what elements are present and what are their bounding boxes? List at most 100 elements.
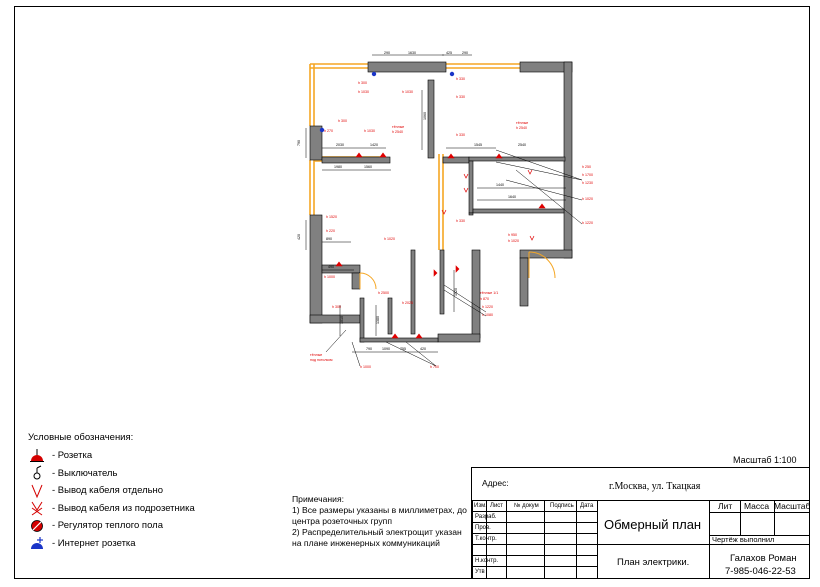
author-name: Галахов Роман: [730, 553, 797, 564]
cable-box-icon: [31, 501, 43, 516]
leader-lines: [325, 149, 583, 367]
doors: [359, 251, 556, 290]
legend-item-cable-box: - Вывод кабеля из подрозетника: [28, 500, 195, 518]
role-razrab: Разраб.: [475, 514, 497, 520]
col-scale: Масштаб: [774, 501, 811, 511]
svg-text:h 1230: h 1230: [582, 181, 593, 185]
svg-text:h 1220: h 1220: [582, 221, 593, 225]
electrical-labels: h 300 h 1030 h 1030 h 330 h 330 h 300 h 270 h…: [310, 77, 593, 369]
svg-text:тёплые: тёплые: [310, 353, 322, 357]
svg-text:h 1000: h 1000: [324, 275, 335, 279]
note-item: 1) Все размеры указаны в миллиметрах, до…: [292, 505, 467, 526]
svg-text:под потолком: под потолком: [310, 358, 333, 362]
floor-heating-regulator-icon: [31, 519, 43, 532]
svg-text:h 300: h 300: [338, 119, 347, 123]
svg-text:h 250: h 250: [582, 165, 591, 169]
switch-icon: [33, 465, 42, 480]
walls: [309, 61, 573, 343]
svg-text:h 1030: h 1030: [358, 90, 369, 94]
legend-item-internet-socket: - Интернет розетка: [28, 535, 195, 553]
title-block: Адрес: г.Москва, ул. Ткацкая Изм. Лист №…: [471, 467, 810, 579]
role-nkontr: Н.контр.: [475, 558, 499, 564]
svg-text:h 330: h 330: [456, 77, 465, 81]
svg-text:1630: 1630: [408, 51, 416, 55]
header-list: Лист: [490, 503, 504, 509]
legend-item-label: - Вывод кабеля из подрозетника: [52, 502, 195, 514]
svg-text:290: 290: [462, 51, 468, 55]
svg-text:490: 490: [328, 265, 334, 269]
svg-text:1090: 1090: [382, 347, 390, 351]
svg-text:h 300: h 300: [332, 305, 341, 309]
svg-text:тёплые: тёплые: [516, 121, 528, 125]
legend-title: Условные обозначения:: [28, 432, 134, 443]
svg-text:2030: 2030: [336, 143, 344, 147]
legend-item-cable-outlet: - Вывод кабеля отдельно: [28, 482, 195, 500]
notes-title: Примечания:: [292, 494, 345, 504]
svg-text:h 1030: h 1030: [364, 129, 375, 133]
legend-item-label: - Регулятор теплого пола: [52, 520, 163, 532]
svg-text:1980: 1980: [334, 165, 342, 169]
svg-text:тёплые: тёплые: [392, 125, 404, 129]
svg-text:790: 790: [297, 140, 301, 146]
svg-text:755: 755: [400, 347, 406, 351]
svg-text:h 330: h 330: [456, 133, 465, 137]
svg-text:h 2500: h 2500: [378, 291, 389, 295]
header-date: Дата: [580, 503, 594, 509]
svg-text:h 330: h 330: [456, 95, 465, 99]
legend-item-label: - Розетка: [52, 450, 93, 462]
svg-text:h 220: h 220: [326, 229, 335, 233]
internet-socket-icon: [31, 537, 43, 550]
col-lit: Лит: [718, 501, 733, 511]
dimension-lines: [305, 54, 566, 353]
svg-text:h 1020: h 1020: [582, 197, 593, 201]
role-tkontr: Т.контр.: [475, 536, 497, 542]
header-sign: Подпись: [550, 503, 574, 509]
sheet-frame: [14, 6, 810, 579]
svg-text:h 1000: h 1000: [360, 365, 371, 369]
legend-item-label: - Выключатель: [52, 467, 118, 479]
svg-text:h 2540: h 2540: [392, 130, 403, 134]
socket-symbols: [335, 152, 546, 339]
svg-text:h 1520: h 1520: [326, 215, 337, 219]
legend-item-socket: - Розетка: [28, 447, 195, 465]
svg-text:790: 790: [366, 347, 372, 351]
svg-text:1420: 1420: [370, 143, 378, 147]
svg-text:h 870: h 870: [480, 297, 489, 301]
svg-text:1380: 1380: [376, 316, 380, 324]
svg-text:420: 420: [420, 347, 426, 351]
address-value: г.Москва, ул. Ткацкая: [609, 481, 701, 492]
note-item: 2) Распределительный электрощит указан н…: [292, 527, 462, 548]
done-by: Чертёж выполнил: [712, 535, 775, 544]
svg-text:h 300: h 300: [358, 81, 367, 85]
legend-item-label: - Интернет розетка: [52, 537, 136, 549]
socket-icon: [30, 448, 44, 462]
svg-text:h 270: h 270: [324, 129, 333, 133]
svg-text:425: 425: [446, 51, 452, 55]
svg-text:h 1080: h 1080: [482, 313, 493, 317]
svg-text:h 1020: h 1020: [508, 239, 519, 243]
drawing-title: Обмерный план: [604, 517, 702, 532]
svg-text:h 330: h 330: [456, 219, 465, 223]
svg-text:h 950: h 950: [508, 233, 517, 237]
cable-outlet-icon: [31, 484, 43, 499]
svg-text:h 700: h 700: [430, 365, 439, 369]
legend: Условные обозначения: - Розетка - Выключ…: [28, 432, 195, 552]
svg-text:420: 420: [297, 234, 301, 240]
svg-text:h 1700: h 1700: [582, 173, 593, 177]
legend-item-label: - Вывод кабеля отдельно: [52, 485, 164, 497]
svg-text:2540: 2540: [518, 143, 526, 147]
svg-text:1545: 1545: [474, 143, 482, 147]
address-label: Адрес:: [482, 478, 509, 488]
svg-text:h 1020: h 1020: [384, 237, 395, 241]
svg-text:h 1220: h 1220: [482, 305, 493, 309]
svg-text:тёплые 1/1: тёплые 1/1: [480, 291, 498, 295]
header-izm: Изм.: [474, 503, 487, 509]
author-phone: 7-985-046-22-53: [725, 566, 796, 577]
scale-label: Масштаб 1:100: [733, 455, 797, 465]
svg-text:1560: 1560: [364, 165, 372, 169]
svg-text:290: 290: [384, 51, 390, 55]
header-doc: № докум: [514, 503, 539, 509]
